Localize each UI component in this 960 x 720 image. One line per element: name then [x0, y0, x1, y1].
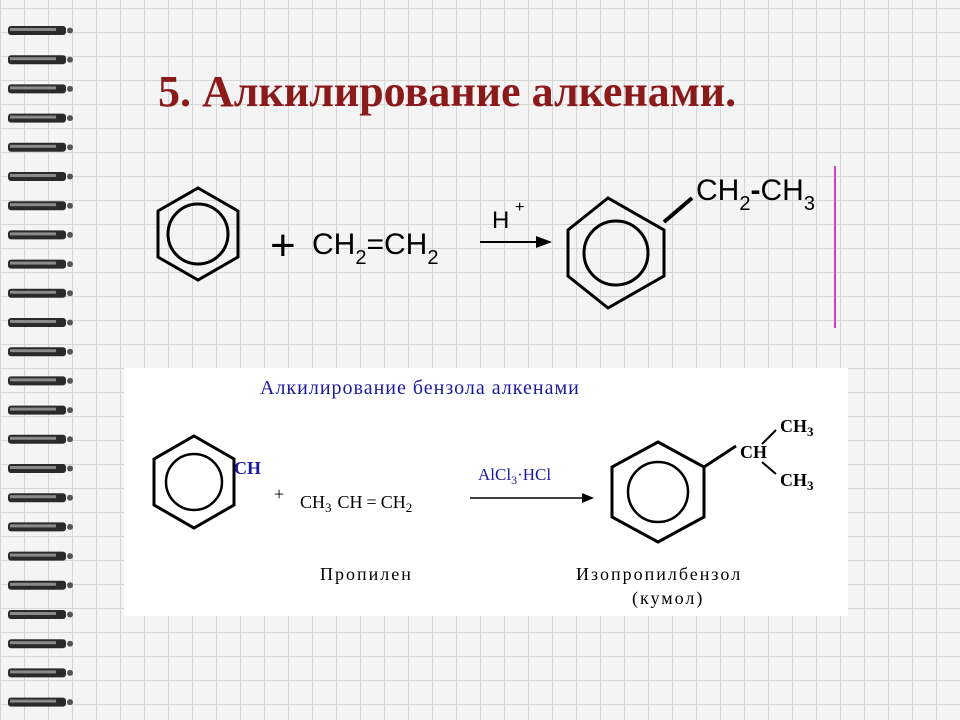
binding-ring — [8, 522, 73, 532]
ethylene-formula: CH2=CH2 — [312, 228, 438, 269]
binding-ring — [8, 464, 73, 473]
alcl-text: AlCl — [478, 465, 511, 484]
binding-ring — [8, 493, 73, 503]
benzene-ring-product — [566, 196, 694, 310]
svg-text:CH3: CH3 — [780, 470, 814, 493]
reaction-heading: Алкилирование бензола алкенами — [260, 377, 580, 399]
binding-ring — [8, 259, 73, 269]
ch3-product: CH — [760, 174, 803, 207]
ethylbenzene-reaction: + CH2=CH2 H + CH2-CH3 — [156, 166, 836, 328]
sub-3-bottom: 3 — [807, 478, 814, 493]
hcl-text: ·HCl — [517, 465, 551, 484]
catalyst-charge: + — [515, 199, 524, 216]
plus-sign: + — [270, 221, 296, 270]
binding-ring — [8, 142, 73, 152]
binding-ring — [8, 84, 73, 94]
sub-3-propylene: 3 — [325, 500, 332, 515]
binding-ring — [8, 288, 73, 298]
ch2-product: CH — [696, 174, 739, 207]
benzene-ring-reactant-2 — [152, 434, 236, 530]
ch2-right: CH — [384, 228, 427, 261]
binding-ring — [8, 639, 73, 649]
alcl3-catalyst: AlCl3·HCl — [470, 465, 594, 503]
binding-ring — [8, 551, 73, 561]
binding-ring — [8, 113, 73, 123]
reaction-arrow — [480, 236, 552, 248]
ch2-propylene: CH — [381, 492, 406, 512]
binding-ring — [8, 580, 73, 590]
binding-ring — [8, 318, 73, 327]
sub-3-top: 3 — [807, 424, 814, 439]
ch2-left: CH — [312, 228, 355, 261]
h-plus-catalyst: H + — [492, 199, 524, 234]
binding-ring — [8, 376, 73, 386]
ch-group: CH — [234, 458, 261, 478]
ch3-top: CH — [780, 416, 807, 436]
binding-ring — [8, 172, 73, 181]
sub-2-right: 2 — [427, 247, 438, 269]
eq-propylene: = — [367, 492, 377, 512]
svg-text:CH3: CH3 — [780, 416, 814, 439]
svg-text:AlCl3·HCl: AlCl3·HCl — [478, 465, 551, 487]
catalyst-h: H — [492, 207, 509, 234]
svg-text:CH2-CH3: CH2-CH3 — [696, 174, 815, 215]
double-bond: = — [366, 228, 384, 261]
sub-3-alcl: 3 — [511, 473, 517, 487]
single-bond: - — [750, 174, 760, 207]
svg-text:CH2=CH2: CH2=CH2 — [312, 228, 438, 269]
sub-2-product: 2 — [739, 193, 750, 215]
ch-propylene: CH — [338, 492, 363, 512]
sub-2-propylene: 2 — [406, 500, 413, 515]
binding-ring — [8, 668, 73, 678]
sub-2-left: 2 — [355, 247, 366, 269]
label-propylene: Пропилен — [320, 564, 413, 584]
spiral-binding — [8, 26, 73, 707]
plus-sign-2: + — [274, 484, 284, 504]
ethyl-group: CH2-CH3 — [696, 174, 815, 215]
sub-3-product: 3 — [804, 193, 815, 215]
binding-ring — [8, 55, 73, 65]
binding-ring — [8, 347, 73, 357]
slide-title: 5. Алкилирование алкенами. — [158, 67, 737, 116]
binding-ring — [8, 230, 73, 240]
ch3-bottom: CH — [780, 470, 807, 490]
benzene-ring-product-2 — [610, 429, 777, 544]
binding-ring — [8, 697, 73, 707]
binding-ring — [8, 405, 73, 415]
label-isopropylbenzene: Изопропилбензол — [576, 564, 742, 584]
ch-center: CH — [740, 442, 767, 462]
binding-ring — [8, 610, 73, 619]
binding-ring — [8, 26, 73, 35]
binding-ring — [8, 434, 73, 444]
ch3-propylene: CH — [300, 492, 325, 512]
label-cumene: (кумол) — [632, 588, 704, 609]
benzene-ring-reactant — [156, 186, 240, 282]
binding-ring — [8, 201, 73, 211]
